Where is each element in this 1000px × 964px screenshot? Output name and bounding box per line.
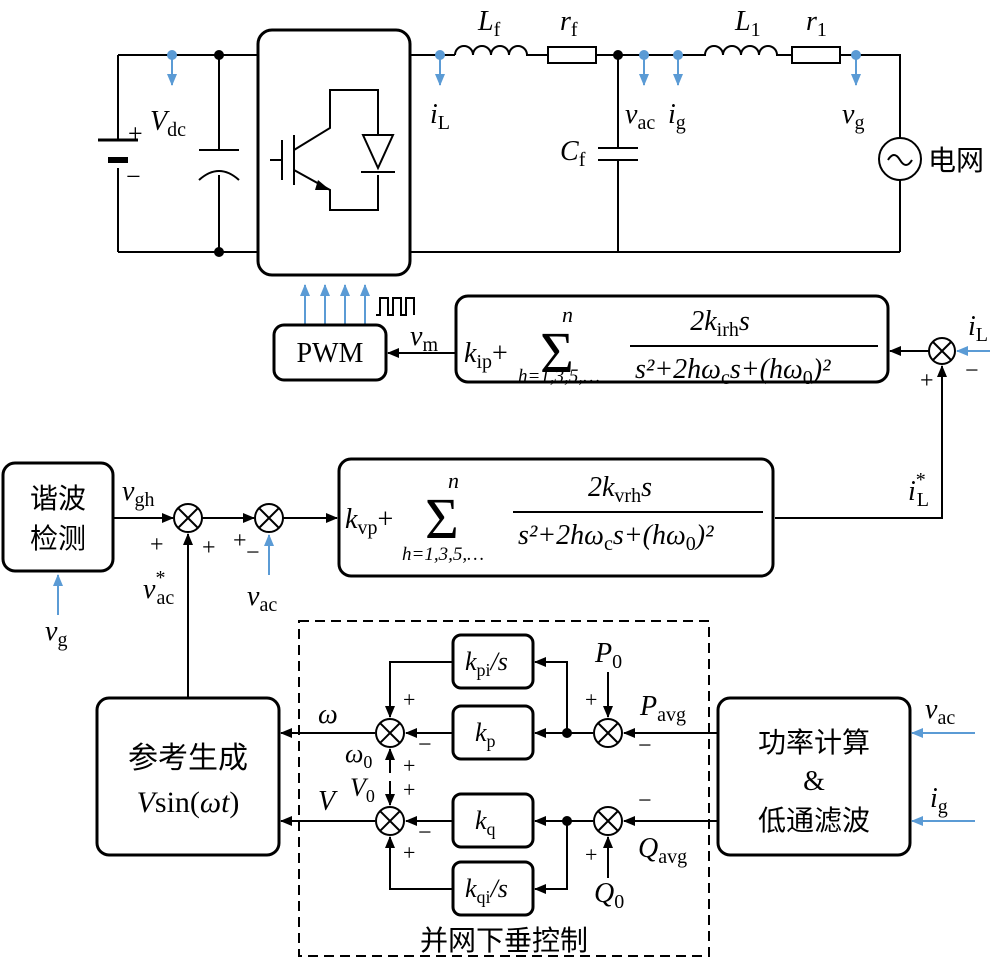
ig-label-top: ig (668, 99, 686, 134)
svg-text:+: + (403, 840, 415, 865)
svg-text:h=1,3,5,…: h=1,3,5,… (518, 366, 600, 387)
qavg-label: Qavg (638, 833, 687, 868)
svg-text:−: − (418, 732, 432, 758)
vgh-label: vgh (122, 476, 154, 511)
reference-gen-block (95, 696, 281, 857)
svg-text:谐波: 谐波 (30, 482, 86, 515)
svg-text:&: & (803, 766, 825, 797)
omega-label: ω (318, 699, 338, 730)
svg-text:+: + (920, 368, 934, 394)
vm-label: vm (410, 321, 438, 356)
svg-text:n: n (448, 468, 459, 493)
omega0-label: ω0 (345, 739, 372, 772)
svg-text:参考生成: 参考生成 (128, 741, 248, 776)
iL-label: iL (430, 99, 450, 134)
kpi-label: kpi/s (465, 647, 508, 680)
svg-text:−: − (638, 733, 652, 759)
q0-label: Q0 (594, 878, 624, 913)
kq-label: kq (475, 806, 496, 839)
svg-text:+: + (403, 753, 415, 778)
droop-control: 并网下垂控制 + − + kpi/s kp P0 + − Pavg ω0 V0 (298, 620, 718, 957)
iL-ref-label: i*L (908, 469, 929, 511)
vac-input-label: vac (925, 694, 955, 729)
svg-text:检测: 检测 (30, 522, 86, 555)
svg-text:h=1,3,5,…: h=1,3,5,… (402, 544, 484, 565)
svg-text:n: n (562, 302, 573, 327)
droop-title: 并网下垂控制 (420, 924, 588, 957)
rf-label: rf (560, 6, 578, 41)
pwm-label: PWM (297, 338, 364, 369)
sigma-icon-2: Σ (425, 486, 459, 551)
voltage-controller-block (337, 457, 775, 578)
r1-label: r1 (806, 6, 827, 41)
voltage-numerator: 2kvrhs (588, 472, 652, 507)
svg-text:低通滤波: 低通滤波 (758, 804, 870, 837)
lf-label: Lf (477, 6, 501, 41)
pwm-section: PWM vm (272, 284, 456, 382)
l1-label: L1 (734, 6, 761, 41)
battery-plus: + (128, 119, 143, 148)
grid-label: 电网 (928, 144, 984, 177)
svg-text:+: + (585, 842, 597, 867)
battery-minus: − (126, 162, 141, 191)
svg-text:+: + (202, 535, 216, 561)
droop-dashed-frame (298, 620, 710, 957)
iL-ref-line (775, 365, 947, 519)
power-calculation: 功率计算 & 低通滤波 vac ig (716, 694, 975, 857)
v0-label: V0 (350, 773, 375, 806)
svg-text:+: + (585, 687, 597, 712)
kqi-label: kqi/s (465, 874, 508, 907)
inverter-block (256, 28, 412, 277)
sigma-icon: Σ (540, 320, 574, 385)
vg-input-label: vg (45, 616, 67, 651)
pwm-pulse-icon (376, 297, 415, 316)
kip-term: kip+ (464, 338, 508, 373)
kp-label: kp (475, 718, 496, 751)
reference-generation: 参考生成 Vsin(ωt) ω V (95, 696, 375, 857)
vac-ref-label: v*ac (143, 567, 174, 609)
pavg-label: Pavg (639, 691, 686, 726)
current-controller: kip+ n Σ h=1,3,5,… 2kirhs s²+2hωcs+(hω0)… (454, 294, 990, 519)
current-denominator: s²+2hωcs+(hω0)² (635, 354, 831, 389)
resistor-rf-icon (547, 46, 597, 64)
inductor-l1-icon (690, 45, 792, 56)
svg-text:+: + (233, 528, 247, 554)
cf-label: Cf (560, 136, 586, 171)
kvp-term: kvp+ (345, 504, 393, 539)
svg-text:−: − (965, 358, 979, 384)
p0-label: P0 (594, 638, 622, 673)
inductor-lf-icon (454, 45, 548, 56)
voltage-denominator: s²+2hωcs+(hω0)² (518, 520, 714, 555)
svg-text:+: + (150, 532, 164, 558)
svg-text:功率计算: 功率计算 (758, 726, 870, 759)
vdc-label: Vdc (150, 106, 186, 141)
vac-label-top: vac (625, 99, 655, 134)
svg-text:−: − (246, 540, 260, 566)
vg-label-top: vg (842, 99, 864, 134)
current-numerator: 2kirhs (690, 306, 750, 341)
svg-text:+: + (403, 687, 415, 712)
svg-text:+: + (403, 777, 415, 802)
power-calc-block (716, 696, 912, 857)
iL-feedback-label: iL (968, 311, 988, 346)
resistor-r1-icon (791, 46, 841, 64)
current-controller-block (454, 294, 890, 384)
power-stage: + − Vdc iL Lf rf (98, 6, 984, 277)
svg-text:−: − (418, 820, 432, 846)
pwm-block (272, 323, 388, 382)
voltage-loop: 谐波 检测 vg vgh + + + − vac v*ac kvp+ n Σ h… (1, 457, 775, 698)
ig-input-label: ig (930, 783, 948, 818)
vac-sub-label: vac (247, 581, 277, 616)
igbt-icon (270, 89, 395, 211)
v-label: V (318, 786, 338, 817)
svg-text:−: − (638, 788, 652, 814)
vsin-label: Vsin(ωt) (137, 786, 240, 819)
